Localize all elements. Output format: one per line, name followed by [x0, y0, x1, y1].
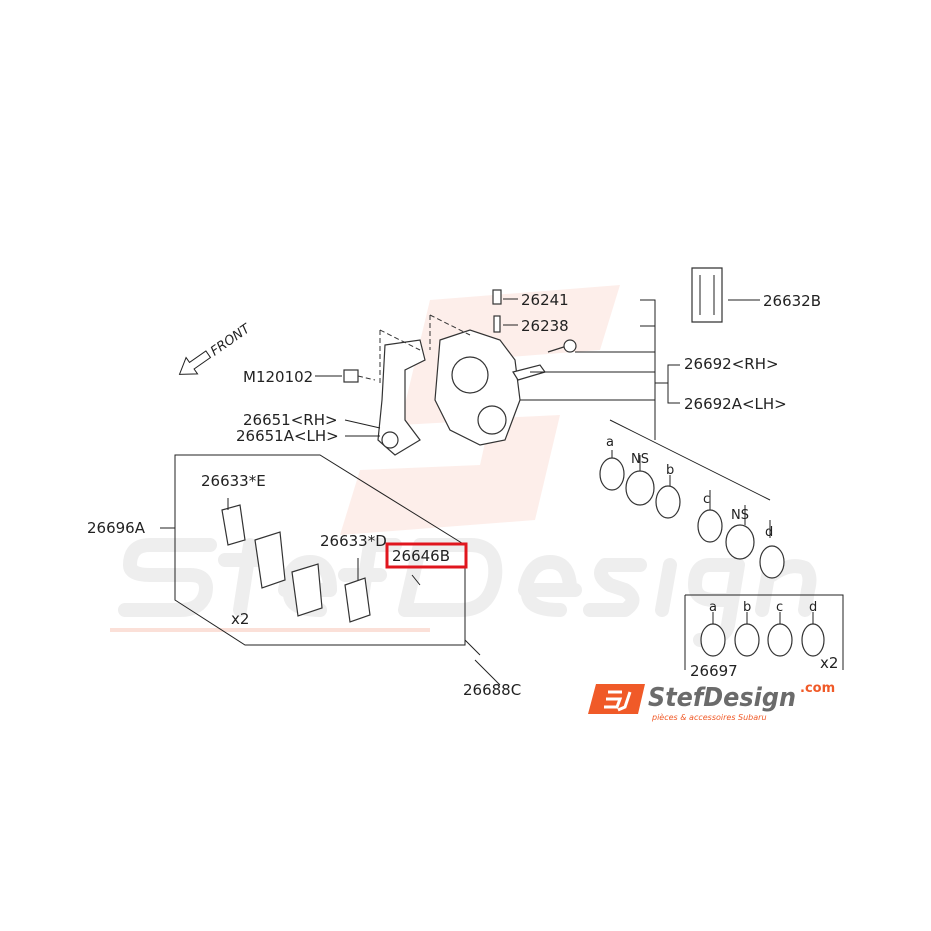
logo-tagline: pièces & accessoires Subaru — [651, 712, 767, 722]
kit-label-a: a — [709, 600, 717, 615]
kit-label-d: d — [809, 600, 817, 615]
pad-kit-box — [174, 454, 466, 646]
kit-label-c: c — [776, 600, 783, 615]
pads-drawing — [221, 498, 371, 623]
seals-drawing — [599, 457, 825, 657]
label-26692a-lh: 26692A<LH> — [684, 395, 787, 413]
label-pads-qty: x2 — [231, 610, 249, 628]
logo-brand: StefDesign — [648, 683, 796, 713]
stefdesign-logo: StefDesign .com pièces & accessoires Sub… — [588, 681, 835, 722]
highlight-box — [385, 542, 468, 569]
seal-label-ns: NS — [631, 452, 649, 467]
label-26632b: 26632B — [763, 292, 821, 310]
caliper-support — [377, 339, 426, 456]
label-26697: 26697 — [690, 662, 738, 680]
label-26692-rh: 26692<RH> — [684, 355, 779, 373]
seal-label-a: a — [606, 435, 614, 450]
watermark-logo-shape — [340, 285, 620, 535]
label-26688c: 26688C — [463, 681, 521, 699]
kit-label-b: b — [743, 600, 751, 615]
seal-label-b: b — [666, 463, 674, 478]
seal-label-d: d — [765, 525, 773, 540]
caliper-drawing — [343, 289, 577, 456]
label-26696a: 26696A — [87, 519, 146, 537]
label-26651-rh: 26651<RH> — [243, 411, 338, 429]
seal-kit-box — [684, 594, 844, 670]
label-26646b: 26646B — [392, 547, 450, 565]
label-26238: 26238 — [521, 317, 569, 335]
label-26241: 26241 — [521, 291, 569, 309]
leader-lines — [160, 298, 844, 686]
seal-label-ns-2: NS — [731, 508, 749, 523]
label-26651a-lh: 26651A<LH> — [236, 427, 339, 445]
label-26633e: 26633*E — [201, 472, 266, 490]
label-m120102: M120102 — [243, 368, 313, 386]
front-label: FRONT — [208, 321, 254, 359]
label-seals-qty: x2 — [820, 654, 838, 672]
front-arrow-icon — [178, 350, 212, 375]
seal-label-c: c — [703, 492, 710, 507]
pad-clip-drawing — [691, 267, 723, 323]
logo-domain: .com — [800, 681, 835, 696]
label-26633d: 26633*D — [320, 532, 387, 550]
